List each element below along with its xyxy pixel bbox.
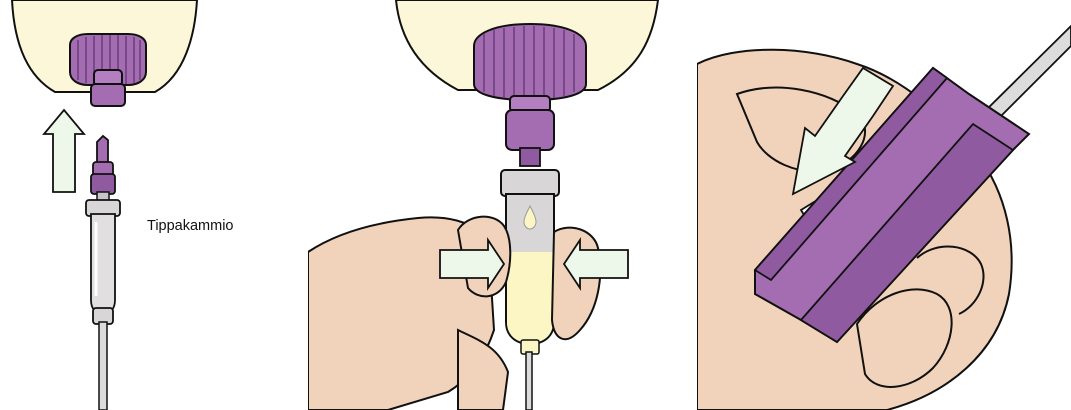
spike-base [91, 174, 115, 194]
squeeze-diagram [308, 0, 680, 410]
chamber-fluid [507, 252, 553, 343]
drip-chamber-top [501, 170, 559, 196]
clamp-diagram [697, 24, 1071, 410]
iv-tubing [526, 352, 532, 410]
spike-connector [506, 110, 554, 150]
panel-step-2 [308, 0, 680, 410]
bag-port-cap [474, 24, 586, 100]
up-arrow [44, 110, 84, 192]
spike-diagram [0, 0, 300, 410]
panel-step-3 [697, 24, 1071, 410]
iv-tubing [99, 322, 107, 410]
spike-tip [97, 136, 108, 164]
drip-chamber-label: Tippakammio [147, 218, 234, 234]
bag-port-tip [91, 84, 125, 106]
panel-step-1: Tippakammio [0, 0, 300, 410]
